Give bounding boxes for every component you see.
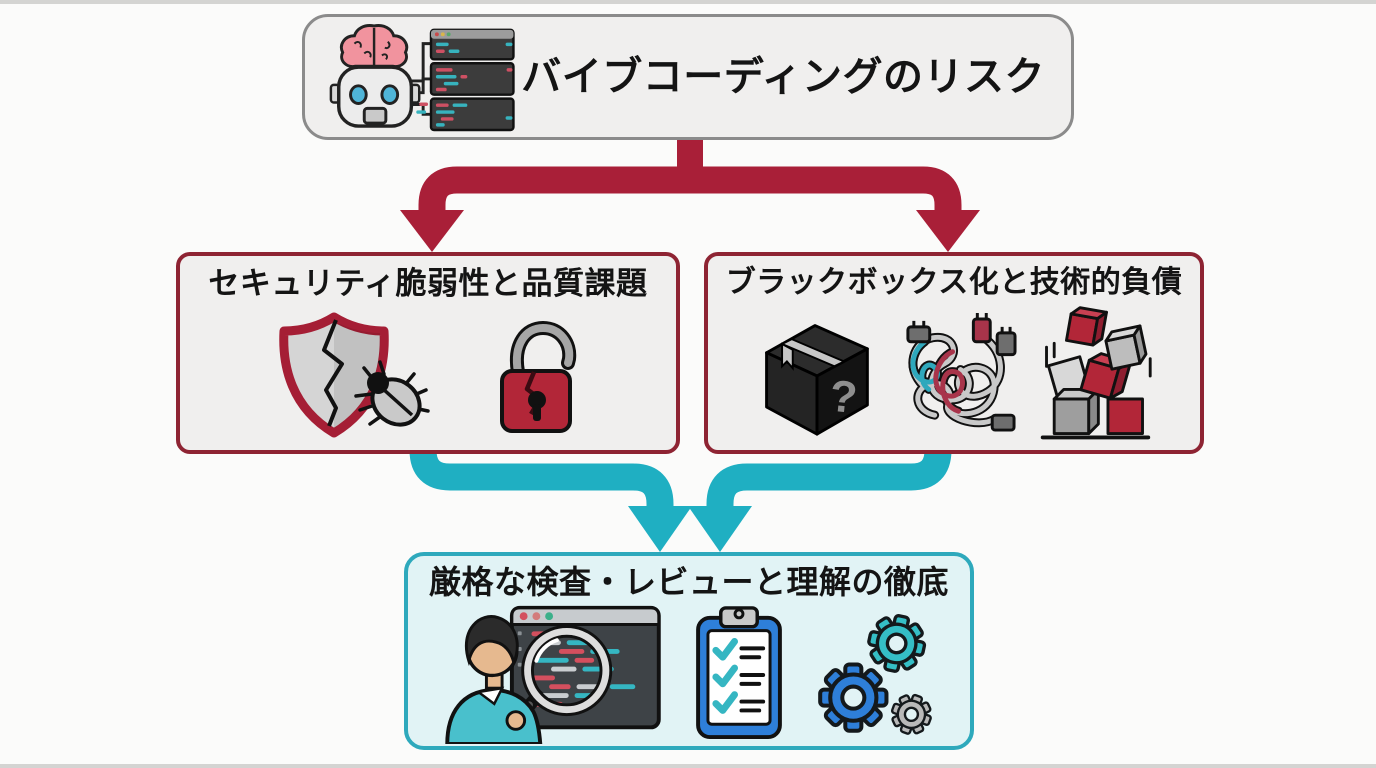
black-box-icon: ? [765, 324, 869, 436]
person-icon [445, 615, 543, 745]
unstable-cubes-icon [1040, 306, 1152, 440]
brain-icon [340, 24, 409, 68]
root-title: バイブコーディングのリスク [521, 55, 1045, 99]
node-security-vulnerability: セキュリティ脆弱性と品質課題 [176, 252, 680, 454]
node-vibe-coding-risks: バイブコーディングのリスク [302, 14, 1074, 140]
arrowhead-to-security [400, 210, 464, 252]
robot-head-icon [329, 65, 421, 128]
solution-icons [440, 601, 938, 746]
arrow-root-branch [400, 126, 980, 252]
node-review-solution: 厳格な検査・レビューと理解の徹底 [404, 552, 974, 750]
broken-shield-bug-icon [279, 312, 430, 438]
gear-teal [862, 609, 932, 679]
node-blackbox-tech-debt: ブラックボックス化と技術的負債 ? [704, 252, 1204, 454]
code-review-magnifier-icon [445, 606, 661, 745]
bottom-edge-strip [0, 764, 1376, 768]
broken-padlock-icon [500, 320, 577, 433]
gears-icon [810, 609, 938, 741]
arrow-security-to-solution [409, 440, 692, 552]
bug-icon [354, 360, 430, 427]
gear-gray [885, 688, 938, 741]
question-mark: ? [827, 372, 859, 424]
risk-security-title: セキュリティ脆弱性と品質課題 [208, 266, 648, 301]
arrowhead-to-blackbox [916, 210, 980, 252]
risk-blackbox-title: ブラックボックス化と技術的負債 [725, 266, 1183, 299]
gear-blue [820, 665, 886, 731]
arrow-blackbox-to-solution [688, 440, 952, 552]
motion-lines [1045, 342, 1152, 378]
broken-shield-icon [279, 312, 389, 438]
cube-stack [1046, 306, 1148, 436]
ai-robot-brain-icon [329, 24, 515, 132]
cable-strands [910, 335, 1003, 426]
risk-blackbox-icons: ? [753, 301, 1155, 451]
tangled-cables-icon [906, 313, 1017, 432]
cable-plugs [906, 313, 1017, 432]
solution-title: 厳格な検査・レビューと理解の徹底 [428, 564, 949, 600]
risk-security-icons [272, 302, 584, 450]
checklist-rows [712, 638, 766, 715]
code-windows-icon [416, 28, 515, 132]
top-edge-strip [0, 0, 1376, 4]
checklist-clipboard-icon [696, 606, 782, 740]
